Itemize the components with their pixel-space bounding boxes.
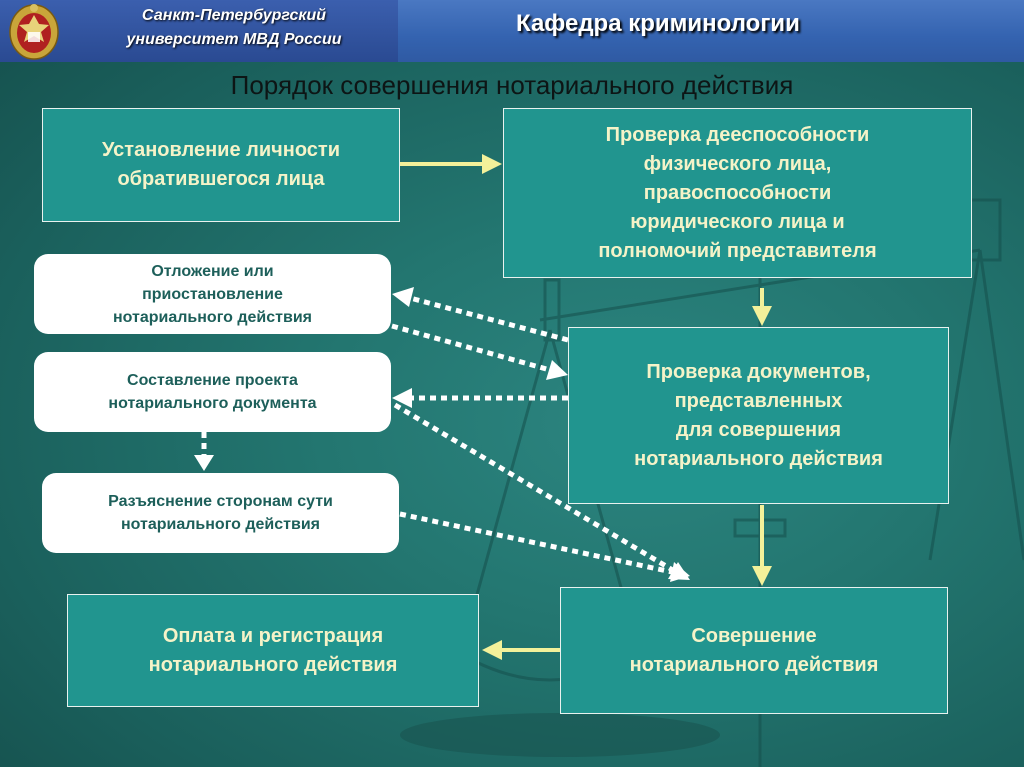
side-box-postponement-line: нотариального действия — [112, 308, 313, 326]
box-execution-line: нотариального действия — [629, 653, 879, 676]
side-box-explanation-line: нотариального действия — [120, 516, 320, 533]
university-name: Санкт-Петербургский университет МВД Росс… — [74, 4, 394, 52]
side-box-postponement-line: приостановление — [142, 285, 283, 303]
police-emblem-icon — [9, 4, 59, 60]
box-documents-line: для совершения — [675, 418, 842, 441]
box-capacity-line: Проверка дееспособности — [605, 123, 870, 146]
dashed-arrow-draft-to-explanation — [194, 432, 214, 471]
side-box-postponement: Отложение или приостановление нотариальн… — [34, 254, 391, 334]
header-university-panel: Санкт-Петербургский университет МВД Росс… — [0, 0, 398, 62]
box-capacity-line: физического лица, — [643, 152, 832, 175]
box-identity: Установление личности обратившегося лица — [42, 108, 400, 222]
department-name: Кафедра криминологии — [516, 10, 800, 37]
box-identity-line: обратившегося лица — [117, 168, 325, 190]
box-execution-line: Совершение — [691, 624, 817, 647]
box-documents-line: нотариального действия — [634, 447, 883, 470]
dashed-arrow-explanation-to-execution — [399, 511, 690, 582]
header-department-panel — [398, 0, 1024, 62]
box-capacity-line: юридического лица и — [630, 210, 845, 233]
arrow-execution-to-payment — [482, 640, 560, 660]
page-title: Порядок совершения нотариального действи… — [230, 70, 794, 100]
side-box-draft: Составление проекта нотариального докуме… — [34, 352, 391, 432]
box-payment-line: Оплата и регистрация — [162, 624, 384, 647]
dashed-arrow-documents-to-draft — [392, 388, 568, 408]
arrow-identity-to-capacity — [400, 154, 502, 174]
header: Санкт-Петербургский университет МВД Росс… — [0, 0, 1024, 62]
arrow-capacity-to-documents — [752, 288, 772, 326]
box-capacity-line: полномочий представителя — [598, 239, 877, 262]
box-identity-line: Установление личности — [101, 139, 341, 161]
box-documents: Проверка документов, представленных для … — [568, 327, 949, 504]
side-box-explanation: Разъяснение сторонам сути нотариального … — [42, 473, 399, 553]
university-line-2: университет МВД России — [126, 31, 342, 48]
box-capacity-line: правоспособности — [643, 181, 832, 204]
box-payment: Оплата и регистрация нотариального дейст… — [67, 594, 479, 707]
box-payment-line: нотариального действия — [148, 653, 398, 676]
arrow-documents-to-execution — [752, 505, 772, 586]
box-documents-line: представленных — [674, 389, 843, 412]
university-line-1: Санкт-Петербургский — [141, 7, 327, 24]
side-box-draft-line: Составление проекта — [127, 372, 298, 389]
box-capacity: Проверка дееспособности физического лица… — [503, 108, 972, 278]
side-box-draft-line: нотариального документа — [108, 395, 317, 412]
box-execution: Совершение нотариального действия — [560, 587, 948, 714]
side-box-explanation-line: Разъяснение сторонам сути — [108, 493, 333, 510]
dashed-arrow-postponement-to-documents — [391, 323, 568, 380]
dashed-arrow-documents-to-postponement — [392, 287, 569, 343]
side-box-postponement-line: Отложение или — [151, 262, 274, 280]
box-documents-line: Проверка документов, — [646, 360, 871, 383]
